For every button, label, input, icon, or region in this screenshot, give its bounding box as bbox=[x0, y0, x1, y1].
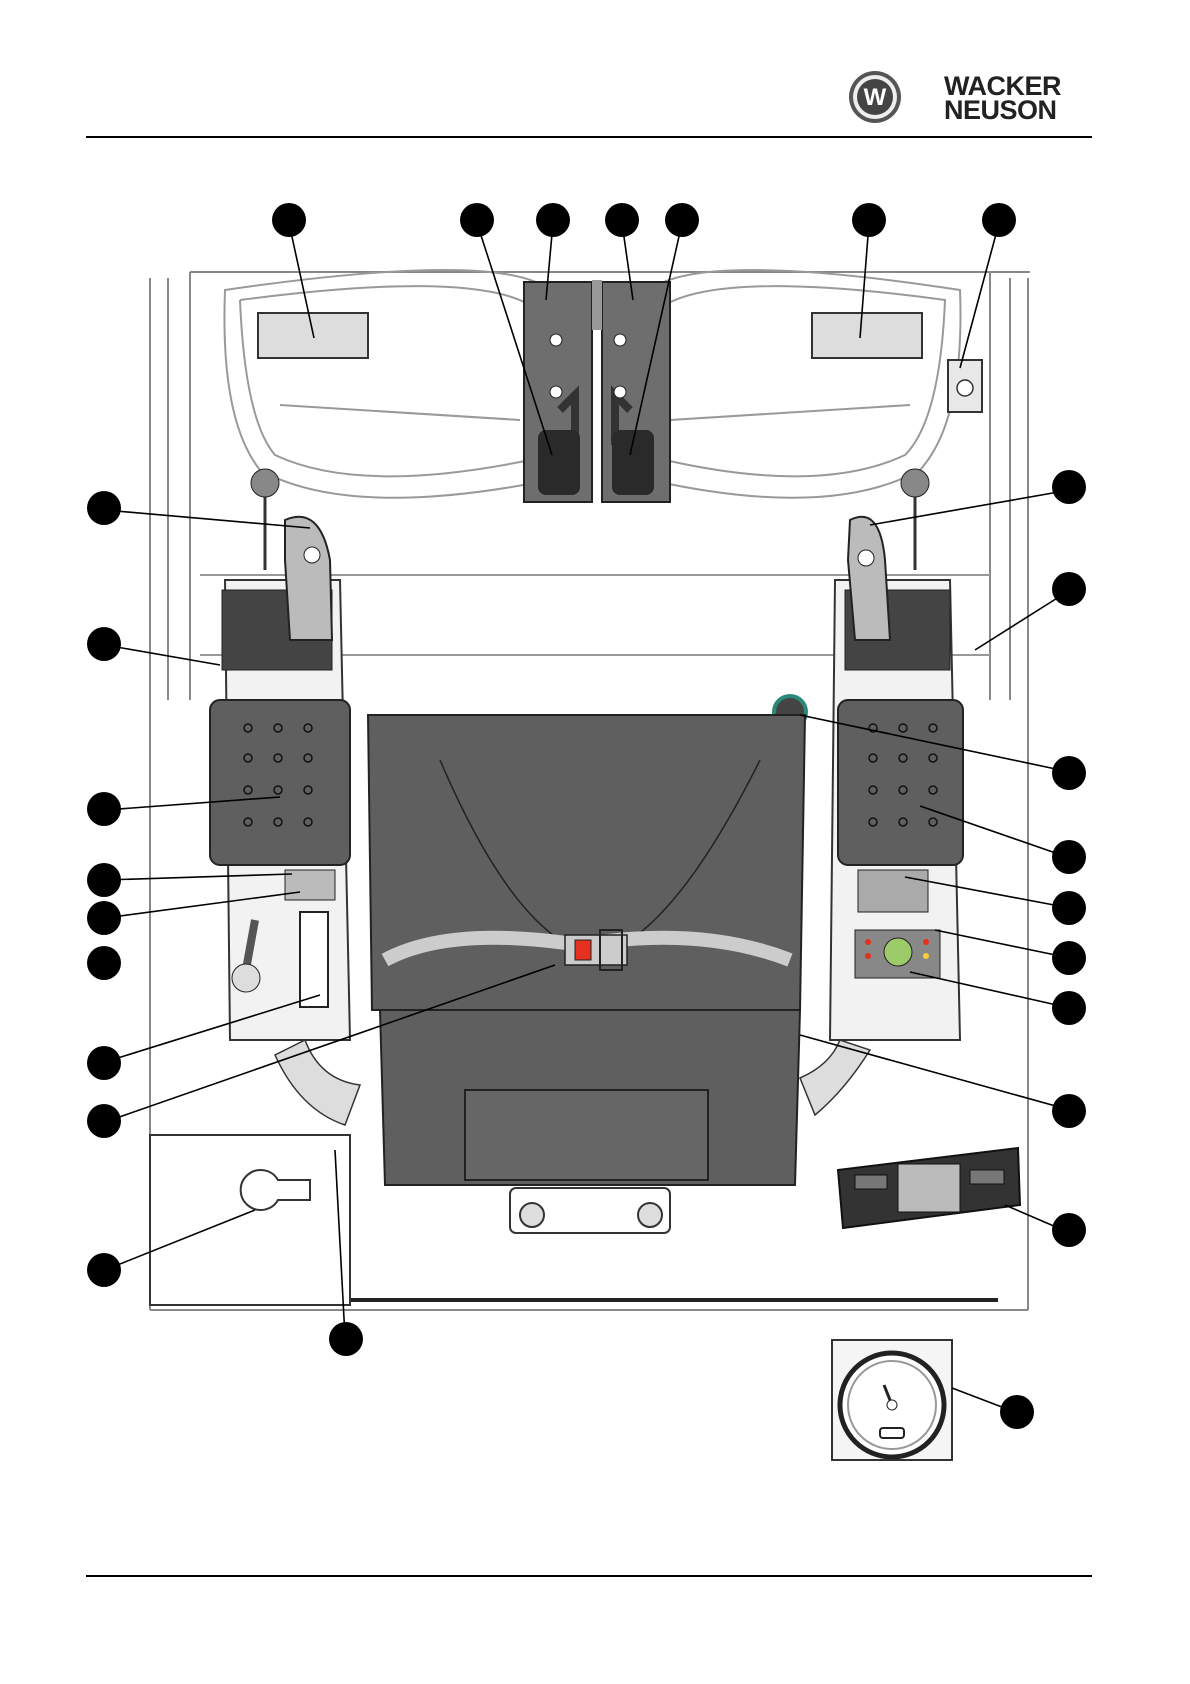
callout-dot-5 bbox=[665, 203, 699, 237]
callout-dot-21 bbox=[87, 1046, 121, 1080]
travel-pedals bbox=[524, 280, 670, 502]
callout-dot-2 bbox=[460, 203, 494, 237]
callout-dot-4 bbox=[605, 203, 639, 237]
callout-dot-20 bbox=[1052, 991, 1086, 1025]
operator-seat bbox=[368, 715, 805, 1185]
callout-dot-27 bbox=[1000, 1395, 1034, 1429]
callout-dot-26 bbox=[329, 1322, 363, 1356]
callout-dot-17 bbox=[1052, 891, 1086, 925]
footer-rule bbox=[86, 1575, 1092, 1577]
right-air-vent bbox=[812, 313, 922, 358]
radio-unit bbox=[838, 1148, 1020, 1228]
callout-dot-24 bbox=[1052, 1213, 1086, 1247]
fuel-gauge-inset bbox=[832, 1340, 952, 1460]
callout-dot-7 bbox=[982, 203, 1016, 237]
callout-dot-14 bbox=[87, 863, 121, 897]
callout-dot-1 bbox=[272, 203, 306, 237]
callout-dot-18 bbox=[87, 946, 121, 980]
callout-dot-15 bbox=[1052, 840, 1086, 874]
callout-dot-12 bbox=[87, 792, 121, 826]
callout-dot-16 bbox=[87, 901, 121, 935]
callout-dot-22 bbox=[1052, 1094, 1086, 1128]
callout-dot-25 bbox=[87, 1253, 121, 1287]
callout-dot-10 bbox=[87, 627, 121, 661]
callout-dot-3 bbox=[536, 203, 570, 237]
callout-dot-6 bbox=[852, 203, 886, 237]
callout-dot-11 bbox=[1052, 572, 1086, 606]
callout-dot-8 bbox=[87, 491, 121, 525]
callout-dot-23 bbox=[87, 1104, 121, 1138]
callout-dot-13 bbox=[1052, 756, 1086, 790]
callout-dot-9 bbox=[1052, 470, 1086, 504]
callout-dot-19 bbox=[1052, 941, 1086, 975]
